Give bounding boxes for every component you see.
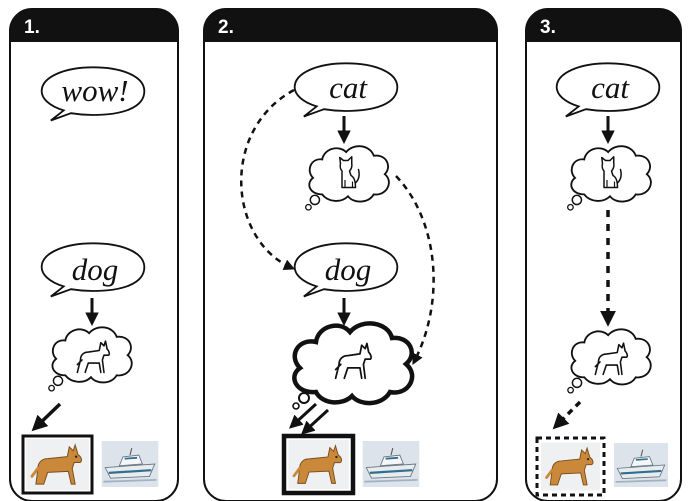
- boat-photo: [361, 439, 421, 489]
- speech-bubble-dog: dog: [40, 242, 146, 298]
- panel-3: 3. cat: [525, 8, 682, 501]
- panel-3-header: [526, 9, 681, 42]
- boat-photo: [612, 441, 670, 489]
- thought-cloud-dog-bold: [292, 321, 415, 410]
- boat-photo: [100, 439, 160, 489]
- panel-1-number: 1.: [24, 17, 40, 38]
- panel-2-header: [204, 9, 497, 42]
- speech-bubble-dog-text: dog: [72, 252, 119, 287]
- panel-2: 2. cat dog: [203, 8, 498, 501]
- arrow-solid-pointer: [301, 408, 330, 435]
- panel-3-number: 3.: [540, 17, 556, 38]
- dog-photo: [281, 433, 356, 496]
- speech-bubble-cat-text: cat: [591, 70, 630, 105]
- speech-bubble-wow-text: wow!: [61, 73, 128, 108]
- arrow-solid-pointer: [31, 402, 62, 432]
- dog-photo: [21, 434, 94, 495]
- arrow-dashed-pointer: [552, 400, 582, 430]
- arrow-dashed-cat-to-dog: [240, 88, 296, 270]
- speech-bubble-dog: dog: [293, 242, 399, 298]
- speech-bubble-dog-text: dog: [325, 252, 372, 287]
- panel-1-header: [10, 9, 178, 42]
- arrow-dashed-cloud-to-cloud: [395, 175, 435, 366]
- speech-bubble-cat: cat: [555, 62, 661, 118]
- speech-bubble-cat: cat: [293, 62, 399, 118]
- speech-bubble-wow: wow!: [40, 66, 146, 122]
- speech-bubble-cat-text: cat: [329, 70, 368, 105]
- dog-photo: [535, 436, 606, 497]
- arrow-solid-pointer: [289, 402, 318, 429]
- panel-2-number: 2.: [218, 17, 234, 38]
- panel-1: 1. wow! dog: [9, 8, 179, 501]
